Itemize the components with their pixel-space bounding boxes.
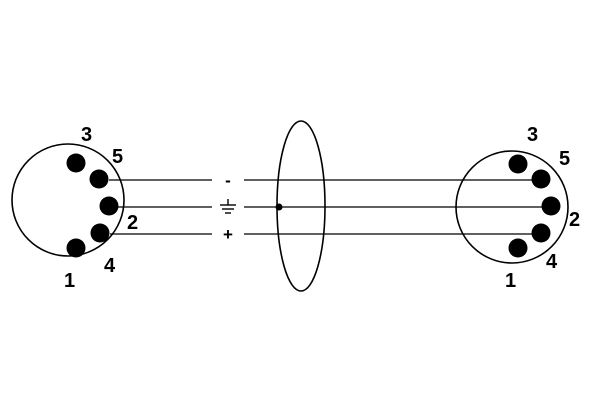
shield-ground-junction <box>275 203 283 211</box>
right-pin-4 <box>531 223 551 243</box>
left-pin-3 <box>66 153 86 173</box>
left-pin-4 <box>90 223 110 243</box>
right-pin-3 <box>508 154 528 174</box>
right-pin-1-label: 1 <box>505 270 516 292</box>
right-pin-5-label: 5 <box>559 148 570 170</box>
left-pin-1-label: 1 <box>64 270 75 292</box>
left-pin-2-label: 2 <box>127 212 138 234</box>
cable-shield <box>276 120 326 292</box>
left-pin-1 <box>66 238 86 258</box>
minus-signal-label: - <box>225 171 231 190</box>
right-pin-3-label: 3 <box>527 124 538 146</box>
right-pin-5 <box>531 169 551 189</box>
right-pin-1 <box>508 238 528 258</box>
left-pin-3-label: 3 <box>81 124 92 146</box>
left-pin-5-label: 5 <box>112 146 123 168</box>
right-pin-2 <box>541 196 561 216</box>
left-pin-4-label: 4 <box>104 255 116 277</box>
left-connector-body <box>11 143 125 257</box>
left-pin-2 <box>99 196 119 216</box>
right-pin-4-label: 4 <box>546 251 558 273</box>
left-pin-5 <box>89 169 109 189</box>
ground-icon <box>220 199 236 214</box>
right-pin-2-label: 2 <box>569 209 580 231</box>
plus-signal-label: + <box>223 225 233 244</box>
